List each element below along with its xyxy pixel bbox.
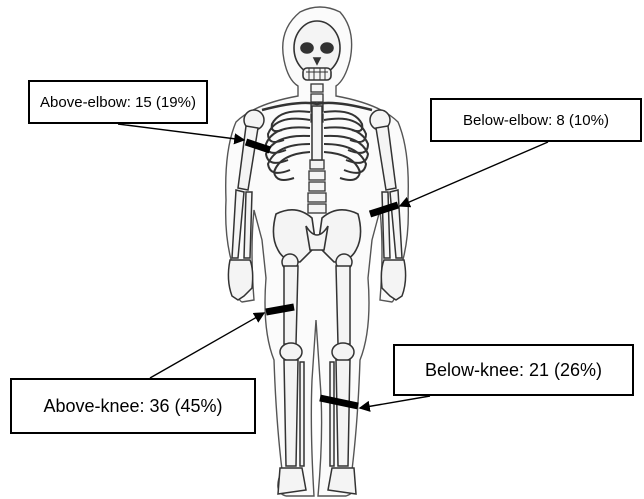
label-above-elbow-text: Above-elbow: 15 (19%)	[40, 94, 196, 111]
label-below-elbow: Below-elbow: 8 (10%)	[430, 98, 642, 142]
marker-above-knee	[266, 307, 294, 312]
leader-below-knee	[360, 396, 430, 408]
leader-above-elbow	[118, 124, 244, 140]
label-below-knee: Below-knee: 21 (26%)	[393, 344, 634, 396]
leader-below-elbow	[400, 142, 548, 206]
label-above-knee-text: Above-knee: 36 (45%)	[43, 396, 222, 417]
label-above-knee: Above-knee: 36 (45%)	[10, 378, 256, 434]
leader-above-knee	[150, 313, 264, 378]
label-below-elbow-text: Below-elbow: 8 (10%)	[463, 112, 609, 129]
label-above-elbow: Above-elbow: 15 (19%)	[28, 80, 208, 124]
label-below-knee-text: Below-knee: 21 (26%)	[425, 360, 602, 381]
